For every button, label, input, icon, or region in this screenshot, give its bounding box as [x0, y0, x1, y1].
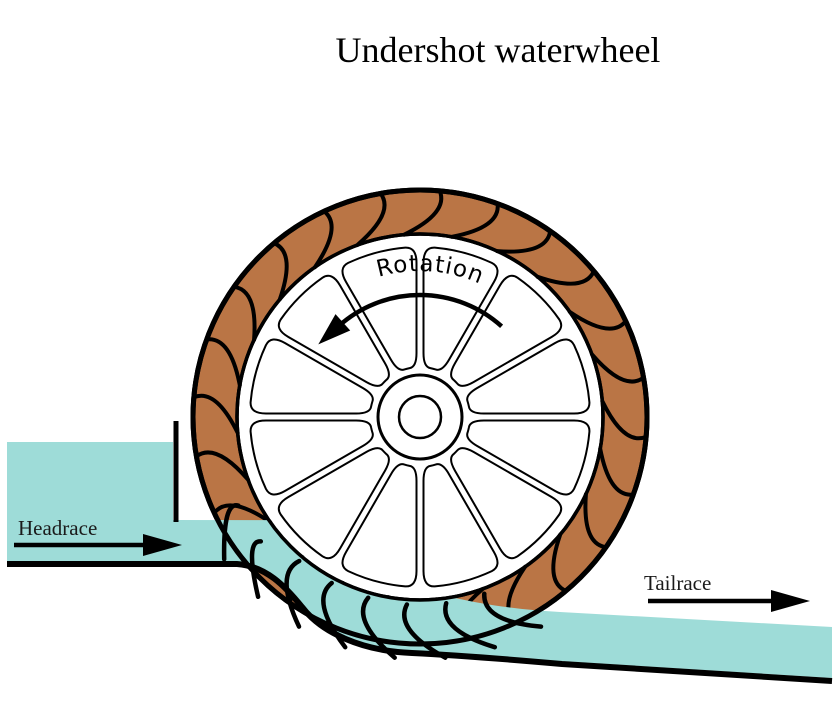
- wheel-inner-rim-outline-over-water: [235, 232, 605, 602]
- paddle-divider: [551, 532, 568, 593]
- spoke-panel: [249, 338, 374, 415]
- spoke-panel: [466, 338, 591, 415]
- paddle-divider: [402, 188, 444, 237]
- submerged-paddle-stroke: [443, 600, 498, 650]
- paddle-divider: [204, 337, 242, 388]
- paddle-divider: [194, 450, 250, 482]
- paddle-divider: [272, 241, 289, 302]
- submerged-paddle-stroke: [249, 539, 264, 600]
- paddle-divider: [232, 284, 257, 342]
- submerged-paddle-stroke: [482, 591, 544, 629]
- paddle-divider: [598, 446, 636, 497]
- spoke-panel: [341, 246, 418, 371]
- submerged-paddle-stroke: [284, 558, 302, 629]
- headrace-label: Headrace: [18, 516, 97, 540]
- spoke-panel: [341, 463, 418, 588]
- paddle-divider: [449, 201, 500, 239]
- paddle-divider: [313, 209, 334, 270]
- spoke-panel: [422, 463, 499, 588]
- wheel-outer-rim-outline-over-water: [190, 187, 650, 647]
- paddle-divider: [567, 310, 628, 331]
- axle: [397, 394, 443, 440]
- paddle-divider: [600, 399, 649, 441]
- spoke-panel: [277, 447, 390, 560]
- paddle-divider: [535, 269, 596, 286]
- tailrace-label: Tailrace: [644, 571, 711, 595]
- rotation-arrowhead-icon: [318, 314, 351, 345]
- spoke-panel: [249, 419, 374, 496]
- paddle-divider: [191, 393, 240, 435]
- channel-bed-line: [7, 561, 833, 684]
- paddle-divider: [495, 229, 553, 254]
- tailrace-arrowhead-icon: [771, 590, 810, 612]
- diagram-title: Undershot waterwheel: [336, 30, 661, 70]
- paddle-divider: [590, 352, 646, 384]
- spoke-panel: [450, 274, 563, 387]
- submerged-paddle-stroke: [221, 503, 241, 562]
- waterwheel: [190, 187, 650, 647]
- spoke-panel: [422, 246, 499, 371]
- spoke-panel: [450, 447, 563, 560]
- paddle-divider: [355, 191, 387, 247]
- water-body: [7, 442, 832, 678]
- headrace-arrowhead-icon: [143, 534, 182, 556]
- rotation-arrow-arc: [336, 292, 504, 328]
- paddle-divider: [583, 492, 608, 550]
- spoke-panel: [466, 419, 591, 496]
